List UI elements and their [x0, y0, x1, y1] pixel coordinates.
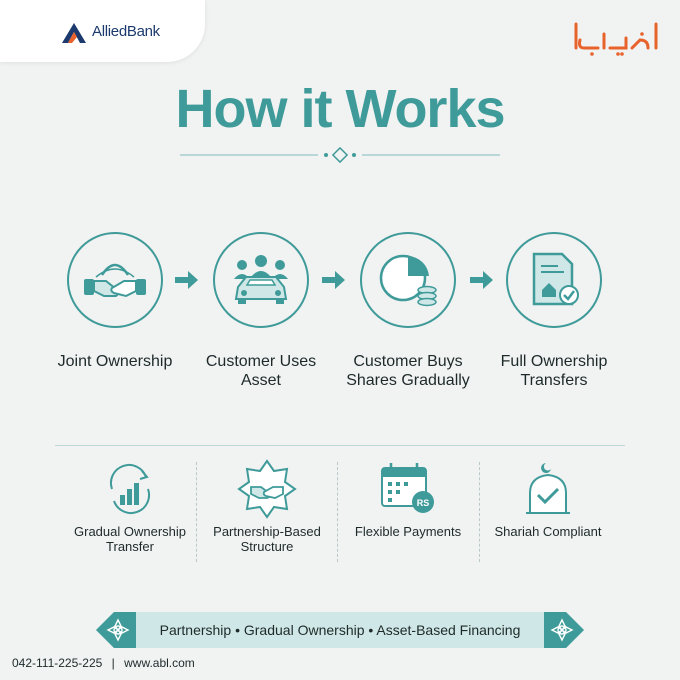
feature-flexible-payments: RS Flexible Payments: [338, 458, 478, 539]
ornament-icon: [106, 618, 574, 642]
pie-coins-icon: [379, 254, 437, 307]
step-customer-buys-shares: Customer Buys Shares Gradually: [333, 232, 483, 390]
step-label: Customer Buys Shares Gradually: [346, 353, 470, 389]
feature-divider: [196, 462, 198, 562]
footer-separator: |: [111, 656, 115, 670]
calendar-rs-icon: RS: [381, 463, 434, 513]
feature-label: Flexible Payments: [354, 524, 462, 539]
feature-divider: [337, 462, 339, 562]
mosque-check-icon: [526, 463, 570, 514]
feature-label: Partnership-Based Structure: [213, 524, 321, 554]
footer-website[interactable]: www.abl.com: [124, 656, 195, 670]
tagline-banner: Partnership • Gradual Ownership • Asset-…: [96, 612, 584, 648]
footer-phone[interactable]: 042-111-225-225: [12, 656, 103, 670]
handshake-icon: [84, 263, 146, 298]
arrow-right-icon: [175, 271, 198, 289]
step-label: Customer Uses Asset: [205, 353, 317, 389]
arrow-right-icon: [322, 271, 345, 289]
step-circle: [506, 232, 602, 328]
handshake-star-icon: [237, 459, 297, 519]
step-label: Full Ownership Transfers: [500, 353, 608, 389]
banner-shape: [96, 612, 584, 648]
growth-chart-icon: [109, 464, 151, 514]
feature-shariah-compliant: Shariah Compliant: [478, 458, 618, 539]
car-people-icon: [234, 255, 288, 304]
step-circle: [67, 232, 163, 328]
step-joint-ownership: Joint Ownership: [40, 232, 190, 371]
step-circle: [213, 232, 309, 328]
step-full-ownership: Full Ownership Transfers: [479, 232, 629, 390]
urdu-logo-icon: [574, 22, 658, 56]
step-customer-uses-asset: Customer Uses Asset: [186, 232, 336, 390]
banner-text: Partnership • Gradual Ownership • Asset-…: [159, 622, 521, 638]
brand-name: AlliedBank: [92, 23, 160, 40]
feature-gradual-ownership: Gradual Ownership Transfer: [60, 458, 200, 554]
feature-label: Gradual Ownership Transfer: [74, 524, 186, 554]
page-title: How it Works: [175, 79, 505, 139]
feature-partnership-structure: Partnership-Based Structure: [197, 458, 337, 554]
footer: 042-111-225-225 | www.abl.com: [12, 656, 201, 670]
rs-badge: RS: [417, 498, 430, 508]
step-label: Joint Ownership: [57, 353, 173, 370]
allied-bank-logo-icon: [62, 23, 86, 43]
step-circle: [360, 232, 456, 328]
feature-divider: [479, 462, 481, 562]
logo-card: AlliedBank: [0, 0, 205, 62]
section-divider: [55, 445, 625, 446]
document-check-icon: [532, 252, 579, 306]
title-divider: [180, 147, 500, 163]
feature-label: Shariah Compliant: [494, 524, 602, 539]
arrow-right-icon: [470, 271, 493, 289]
